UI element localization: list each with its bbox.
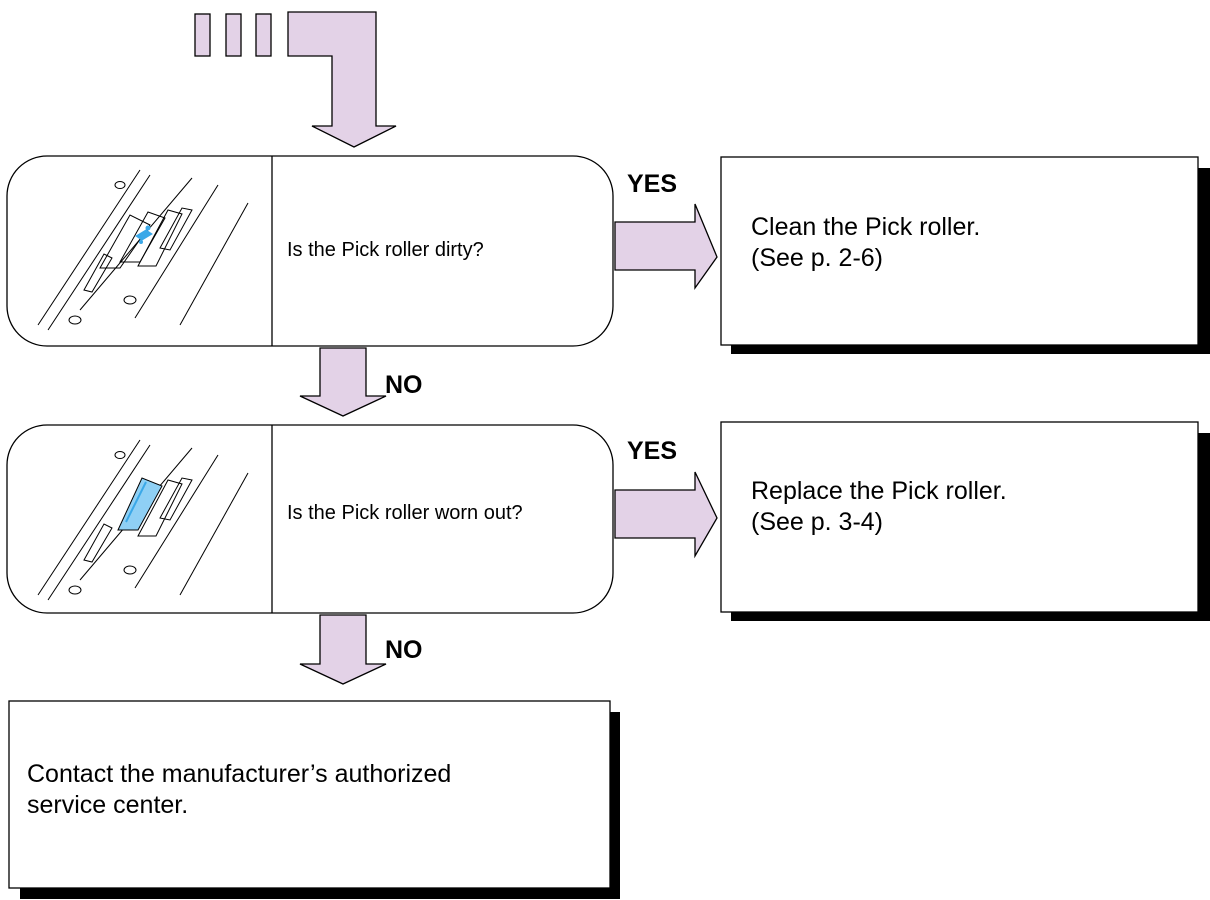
yes-label-1: YES [627,170,678,198]
final-action-line2: service center. [27,791,189,819]
action-text-1: Clean the Pick roller. (See p. 2-6) [751,212,1171,274]
yes-arrow-2 [614,471,718,559]
yes-label-2: YES [627,437,678,465]
question-box-2 [6,424,614,614]
final-action-box [8,700,620,899]
final-action-text: Contact the manufacturer’s authorized se… [27,759,597,821]
action-text-1-line1: Clean the Pick roller. [751,213,981,241]
no-arrow-1 [299,347,387,417]
final-action-line1: Contact the manufacturer’s authorized [27,760,452,788]
incoming-arrow [194,11,397,148]
roller-illustration-worn [37,439,249,601]
action-text-2-line2: (See p. 3-4) [751,508,884,536]
question-text-1: Is the Pick roller dirty? [287,239,484,261]
action-box-2 [720,421,1210,621]
action-text-2: Replace the Pick roller. (See p. 3-4) [751,476,1171,538]
question-text-2: Is the Pick roller worn out? [287,502,523,524]
action-text-2-line1: Replace the Pick roller. [751,477,1007,505]
question-box-1 [6,155,614,347]
no-label-2: NO [385,636,423,664]
action-box-1 [720,156,1210,354]
yes-arrow-1 [614,203,718,291]
no-arrow-2 [299,614,387,685]
action-text-1-line2: (See p. 2-6) [751,244,884,272]
no-label-1: NO [385,371,423,399]
roller-illustration-dirty [37,169,249,331]
